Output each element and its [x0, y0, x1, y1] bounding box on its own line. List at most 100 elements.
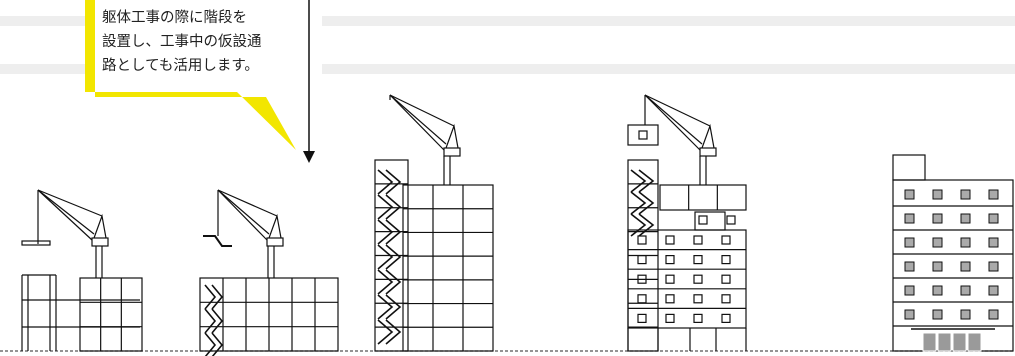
crane-tower-top [268, 213, 282, 239]
crane-cab [443, 147, 461, 157]
entrance-panel [937, 332, 952, 352]
callout-text: 躯体工事の際に階段を 設置し、工事中の仮設通 路としても活用します。 [102, 6, 302, 78]
window [932, 285, 943, 296]
window [960, 189, 971, 200]
stage-1-building [21, 189, 143, 352]
crane-jib [37, 189, 95, 235]
crane-jib [389, 94, 445, 151]
entrance-panel [922, 332, 937, 352]
stage-3-building [374, 94, 494, 352]
callout-line-3: 路としても活用します。 [102, 58, 259, 74]
crane-cab [91, 237, 109, 247]
window [693, 294, 703, 304]
window [988, 285, 999, 296]
crane-tower-top [701, 123, 715, 149]
stair-flight [377, 219, 394, 245]
window [726, 215, 736, 225]
stair-flight [377, 169, 394, 195]
stair-flight [630, 191, 647, 215]
window [988, 213, 999, 224]
window [665, 313, 675, 323]
window [904, 285, 915, 296]
crane-load [21, 240, 51, 246]
stair-flight [385, 294, 402, 320]
stair-flight [385, 194, 402, 220]
window [693, 274, 703, 284]
window [932, 213, 943, 224]
window [932, 261, 943, 272]
stair-flight [638, 213, 655, 237]
window [932, 189, 943, 200]
stage-4-facade [627, 229, 747, 329]
callout [85, 0, 315, 163]
crane-jib-tie [389, 94, 455, 127]
crane-load-box [627, 124, 659, 146]
window [932, 309, 943, 320]
window [637, 313, 647, 323]
crane-jib-tie [217, 189, 278, 217]
crane-tower-top [445, 123, 459, 149]
gray-band-right-bottom [322, 64, 1015, 74]
stair-flight [204, 308, 217, 334]
stair-flight [211, 308, 224, 334]
stair-flight [377, 194, 394, 220]
window [988, 309, 999, 320]
stage-5-building [892, 154, 1014, 352]
window [960, 213, 971, 224]
window [665, 294, 675, 304]
window [960, 237, 971, 248]
crane-jib [389, 94, 447, 145]
window [904, 189, 915, 200]
stage-4-building [627, 94, 747, 352]
stair-flight [204, 332, 217, 356]
stage-4-upper-panel [694, 211, 726, 231]
stair-flight [377, 319, 394, 345]
window [721, 235, 731, 245]
window [637, 274, 647, 284]
stair-flight [385, 219, 402, 245]
crane-jib [644, 94, 703, 145]
window [904, 261, 915, 272]
entrance-panel [952, 332, 967, 352]
stage-4-top-frame [659, 184, 747, 211]
stair-flight [630, 213, 647, 237]
stage-2-building [199, 189, 339, 356]
stair-flight [385, 269, 402, 295]
window [904, 309, 915, 320]
window [988, 237, 999, 248]
window [721, 274, 731, 284]
stage-3-frame [402, 184, 494, 352]
window [693, 313, 703, 323]
gray-band-left-top [0, 16, 95, 26]
window [960, 261, 971, 272]
callout-arrow-head [303, 151, 315, 163]
window [665, 255, 675, 265]
crane-jib-tie [37, 189, 103, 217]
crane-load-box-inner [638, 130, 648, 140]
stair-flight [211, 332, 224, 356]
window [721, 294, 731, 304]
crane-jib [217, 189, 268, 241]
crane-cab [266, 237, 284, 247]
gray-band-right-top [322, 16, 1015, 26]
stair-flight [385, 319, 402, 345]
callout-line-2: 設置し、工事中の仮設通 [102, 34, 262, 50]
window [665, 235, 675, 245]
window [637, 235, 647, 245]
window [932, 237, 943, 248]
window [698, 215, 708, 225]
window [721, 313, 731, 323]
stair-flight [638, 191, 655, 215]
stair-flight [385, 244, 402, 270]
stair-flight [377, 244, 394, 270]
window [988, 261, 999, 272]
window [904, 237, 915, 248]
stair-flight [211, 284, 224, 310]
stair-flight [204, 284, 217, 310]
rooftop-structure [892, 154, 926, 181]
crane-jib [644, 94, 701, 151]
crane-jib [217, 189, 270, 235]
crane-jib [37, 189, 93, 241]
crane-jib-tie [644, 94, 711, 127]
